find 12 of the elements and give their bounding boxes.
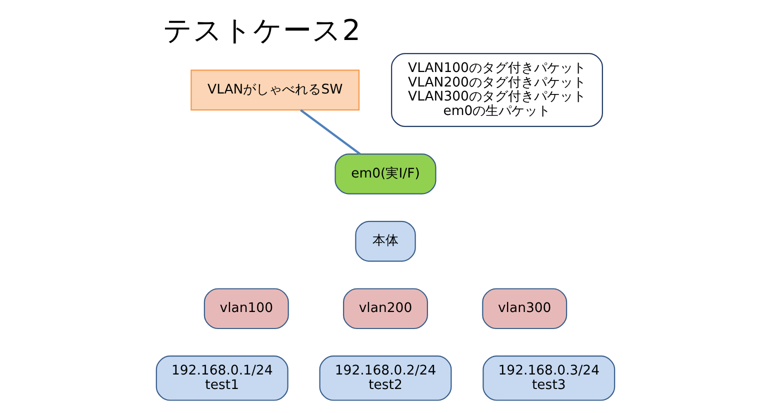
node-box: 本体 (355, 220, 416, 262)
node-box: 192.168.0.2/24 test2 (319, 356, 452, 401)
node-box: em0(実I/F) (334, 154, 436, 194)
node-box: VLANがしゃべれるSW (190, 70, 360, 110)
node-box: 192.168.0.1/24 test1 (156, 356, 288, 401)
node-box: VLAN100のタグ付きパケット VLAN200のタグ付きパケット VLAN300のタグ付きパケット em0の生パケット (391, 53, 603, 128)
node-box: vlan200 (343, 288, 428, 330)
node-box: 192.168.0.3/24 test3 (482, 356, 616, 401)
node-box: vlan300 (482, 288, 568, 330)
diagram-title: テストケース2 (163, 13, 360, 48)
node-box: vlan100 (204, 288, 289, 330)
connector (300, 109, 361, 155)
